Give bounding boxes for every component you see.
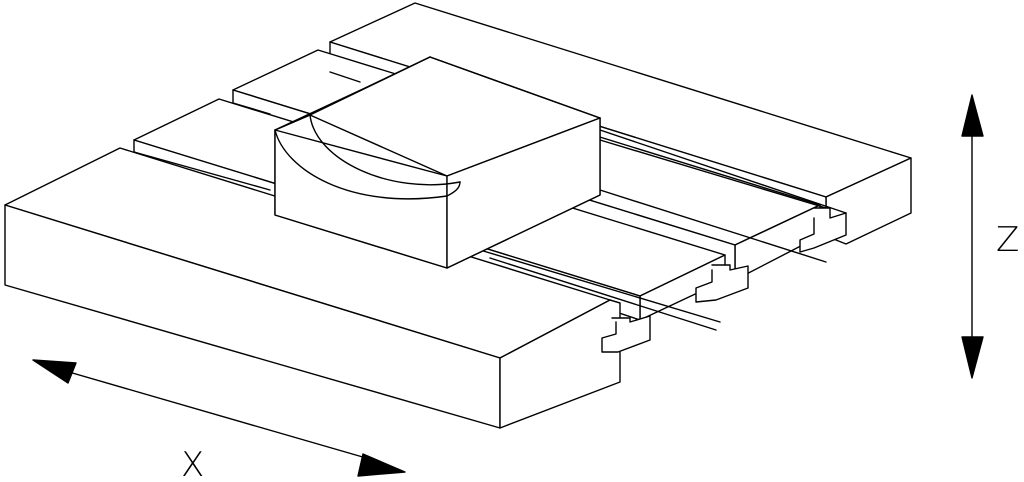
base-plate: [4, 147, 621, 429]
z-axis-arrow: [961, 94, 984, 379]
rail-gaps: [133, 71, 847, 331]
t-slot-rear: [799, 207, 847, 253]
t-slot-middle: [695, 264, 749, 303]
z-axis-label: Z: [996, 220, 1019, 260]
t-slot-front: [601, 315, 651, 353]
workpiece-block: [274, 56, 601, 269]
x-axis-label: X: [181, 445, 204, 482]
x-axis-arrow: [32, 359, 406, 477]
workpiece-arc-cut: [274, 114, 461, 200]
